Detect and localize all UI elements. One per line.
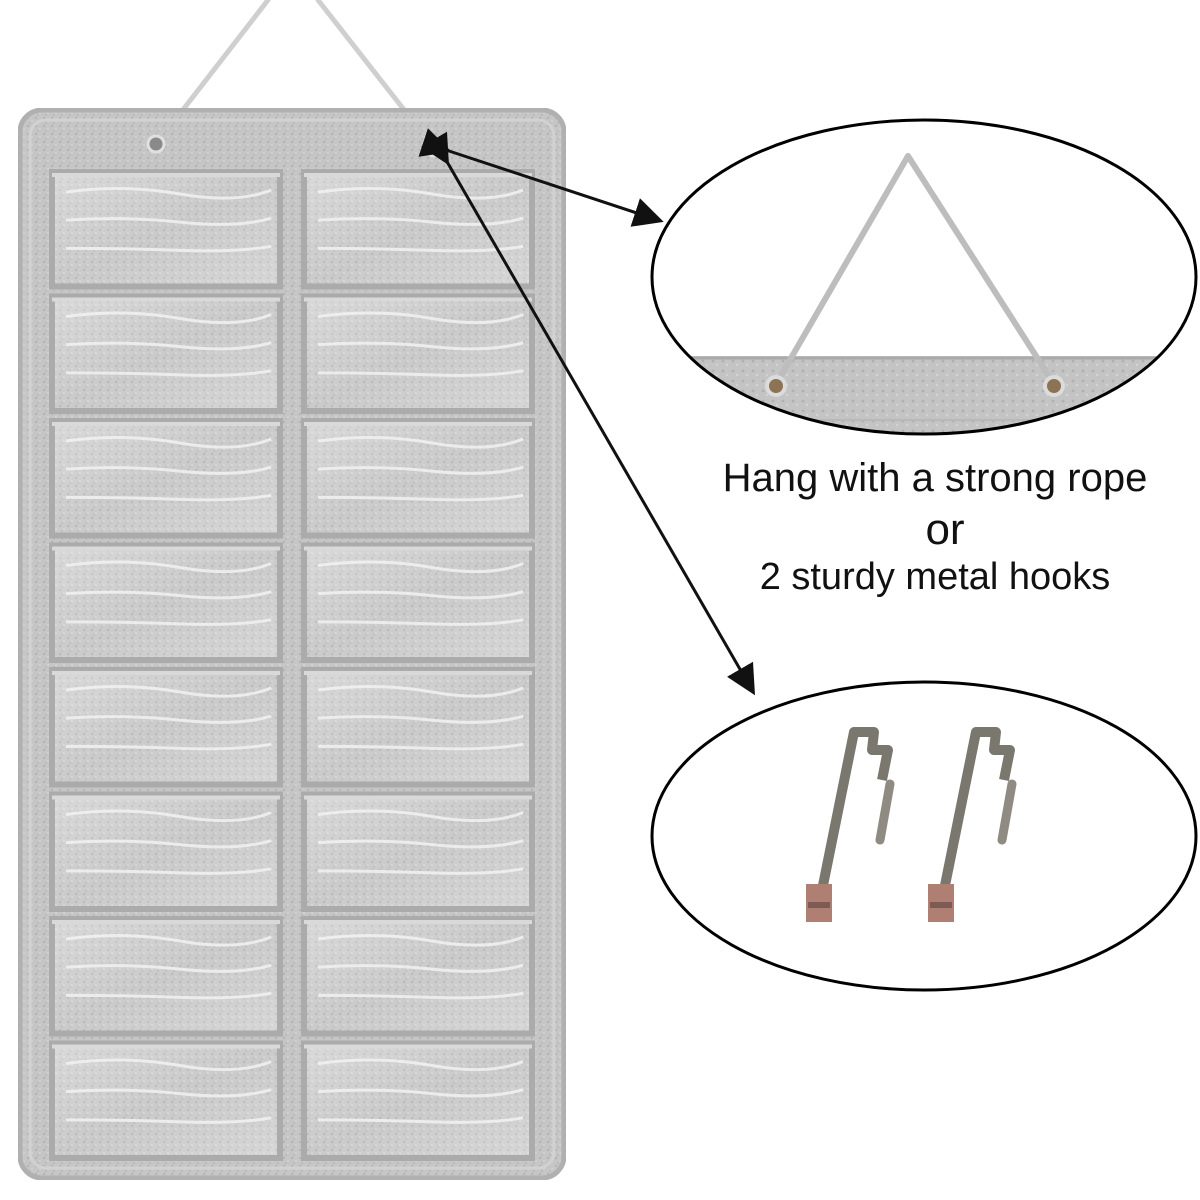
clear-pocket xyxy=(49,293,283,414)
clear-pocket xyxy=(301,1040,535,1161)
clear-pocket xyxy=(301,418,535,539)
rope-detail-zoom xyxy=(650,118,1198,436)
clear-pocket xyxy=(49,791,283,912)
clear-pocket xyxy=(49,542,283,663)
clear-pocket xyxy=(49,667,283,788)
clear-pocket xyxy=(301,791,535,912)
hanging-pocket-organizer xyxy=(18,108,566,1180)
metal-hooks-detail-zoom xyxy=(650,680,1198,992)
caption-line-1: Hang with a strong rope xyxy=(722,456,1148,500)
clear-pocket xyxy=(49,418,283,539)
clear-pocket xyxy=(49,1040,283,1161)
metal-hook-icon xyxy=(806,727,895,922)
clear-pocket xyxy=(301,293,535,414)
caption-line-3: 2 sturdy metal hooks xyxy=(759,556,1111,598)
clear-pocket xyxy=(49,169,283,290)
clear-pocket xyxy=(301,916,535,1037)
clear-pocket xyxy=(301,542,535,663)
clear-pocket xyxy=(49,916,283,1037)
caption-line-2: or xyxy=(925,505,965,554)
clear-pocket xyxy=(301,169,535,290)
metal-hook-icon xyxy=(928,727,1017,922)
clear-pocket xyxy=(301,667,535,788)
